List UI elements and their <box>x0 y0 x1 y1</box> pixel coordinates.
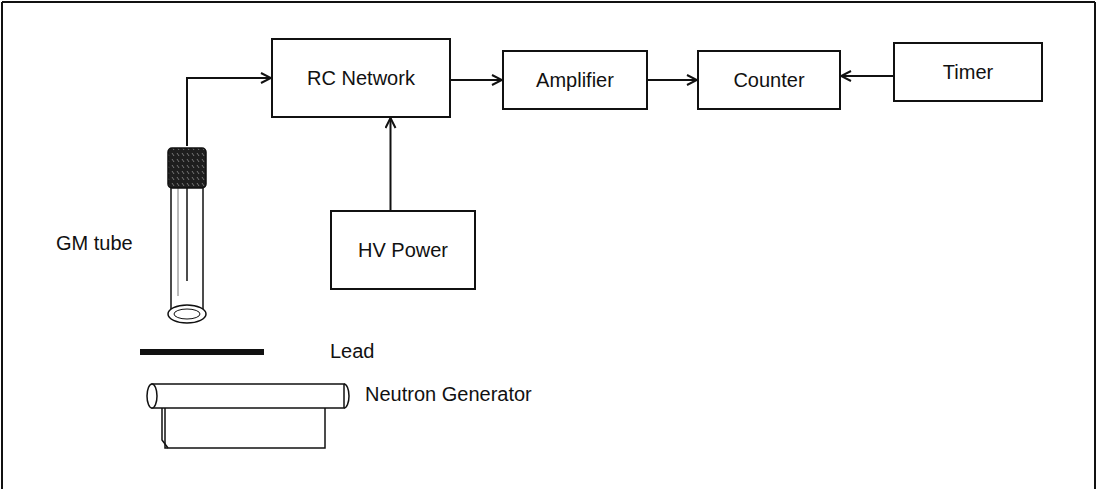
signal-arrow <box>390 118 392 210</box>
generator-end <box>147 384 157 408</box>
frame-line <box>1094 2 1096 489</box>
signal-arrow <box>648 79 697 81</box>
box-label: Timer <box>943 60 993 84</box>
tube-body <box>171 186 203 310</box>
process-box: Counter <box>697 50 841 110</box>
box-label: Counter <box>733 68 804 92</box>
box-label: HV Power <box>358 238 448 262</box>
tube-shine <box>178 188 179 296</box>
tube-drawing <box>166 146 208 332</box>
tube-window <box>168 305 206 323</box>
generator-tube <box>152 384 344 408</box>
box-label: RC Network <box>307 66 415 90</box>
generator-end <box>344 384 349 408</box>
frame-line <box>2 1 1095 3</box>
anode-wire <box>186 186 188 281</box>
part-label: Neutron Generator <box>365 383 532 406</box>
process-box: Timer <box>893 42 1043 102</box>
process-box: HV Power <box>330 210 476 290</box>
tube-cap <box>168 148 206 188</box>
part-label: Lead <box>330 340 375 363</box>
signal-arrow <box>187 78 271 146</box>
gm-tube: GM tube <box>166 146 208 332</box>
process-box: RC Network <box>271 38 451 118</box>
frame-line <box>1 2 3 489</box>
neutron-generator <box>147 384 349 448</box>
box-label: Amplifier <box>536 68 614 92</box>
signal-arrow <box>451 79 502 81</box>
tube-window <box>174 309 200 319</box>
process-box: Amplifier <box>502 50 648 110</box>
part-label: GM tube <box>56 232 133 255</box>
signal-arrow <box>841 75 893 77</box>
lead-shield <box>140 349 264 355</box>
